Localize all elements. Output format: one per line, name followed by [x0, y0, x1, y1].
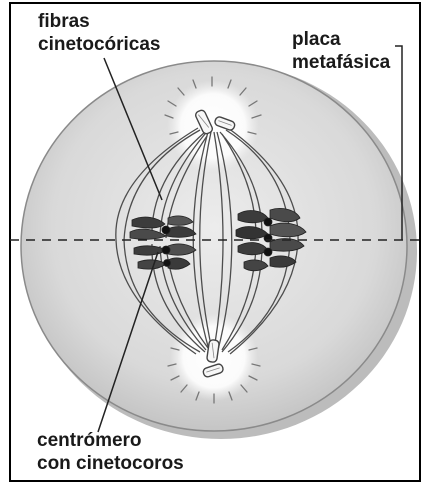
- centromere-label: centrómero con cinetocoros: [37, 429, 184, 475]
- kinetochore-fibers-label-line2: cinetocóricas: [38, 33, 161, 56]
- centromere-label-line1: centrómero: [37, 429, 184, 452]
- metaphase-plate-label-line1: placa: [292, 28, 390, 51]
- metaphase-plate-label: placa metafásica: [292, 28, 390, 74]
- kinetochore-fibers-label: fibras cinetocóricas: [38, 10, 161, 56]
- kinetochore-fibers-label-line1: fibras: [38, 10, 161, 33]
- metaphase-plate-label-line2: metafásica: [292, 51, 390, 74]
- centromere-label-line2: con cinetocoros: [37, 452, 184, 475]
